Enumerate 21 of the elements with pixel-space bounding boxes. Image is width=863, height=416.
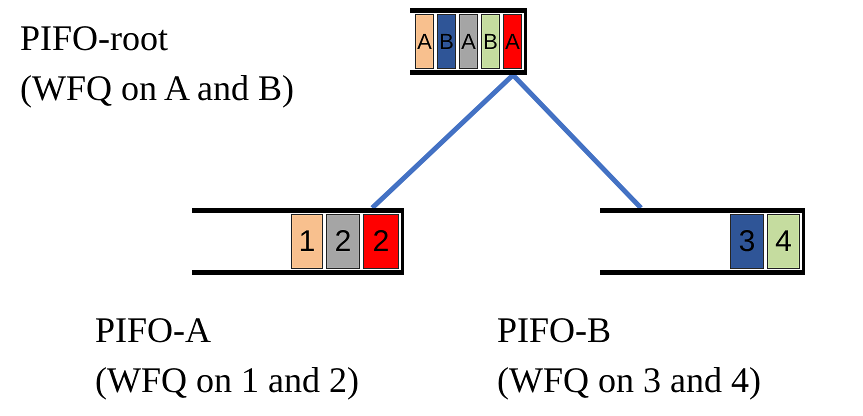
- connector-line: [511, 73, 643, 210]
- queue: [600, 208, 805, 275]
- queue-label: PIFO-A: [95, 309, 212, 352]
- packet: A: [459, 14, 478, 69]
- packet: A: [415, 14, 434, 69]
- packet: B: [481, 14, 500, 69]
- queue: [192, 208, 404, 275]
- packet: 3: [730, 214, 764, 269]
- connector-line: [370, 73, 515, 210]
- packet: 2: [363, 214, 399, 269]
- queue-label: (WFQ on A and B): [20, 67, 294, 110]
- queue: [410, 8, 527, 75]
- queue-label: (WFQ on 3 and 4): [497, 359, 761, 402]
- packet: 1: [291, 214, 323, 269]
- queue-label: PIFO-root: [20, 17, 168, 60]
- packet: 4: [767, 214, 800, 269]
- packet: A: [503, 14, 522, 69]
- queue-label: PIFO-B: [497, 309, 612, 352]
- packet: 2: [326, 214, 360, 269]
- packet: B: [437, 14, 456, 69]
- queue-label: (WFQ on 1 and 2): [95, 359, 359, 402]
